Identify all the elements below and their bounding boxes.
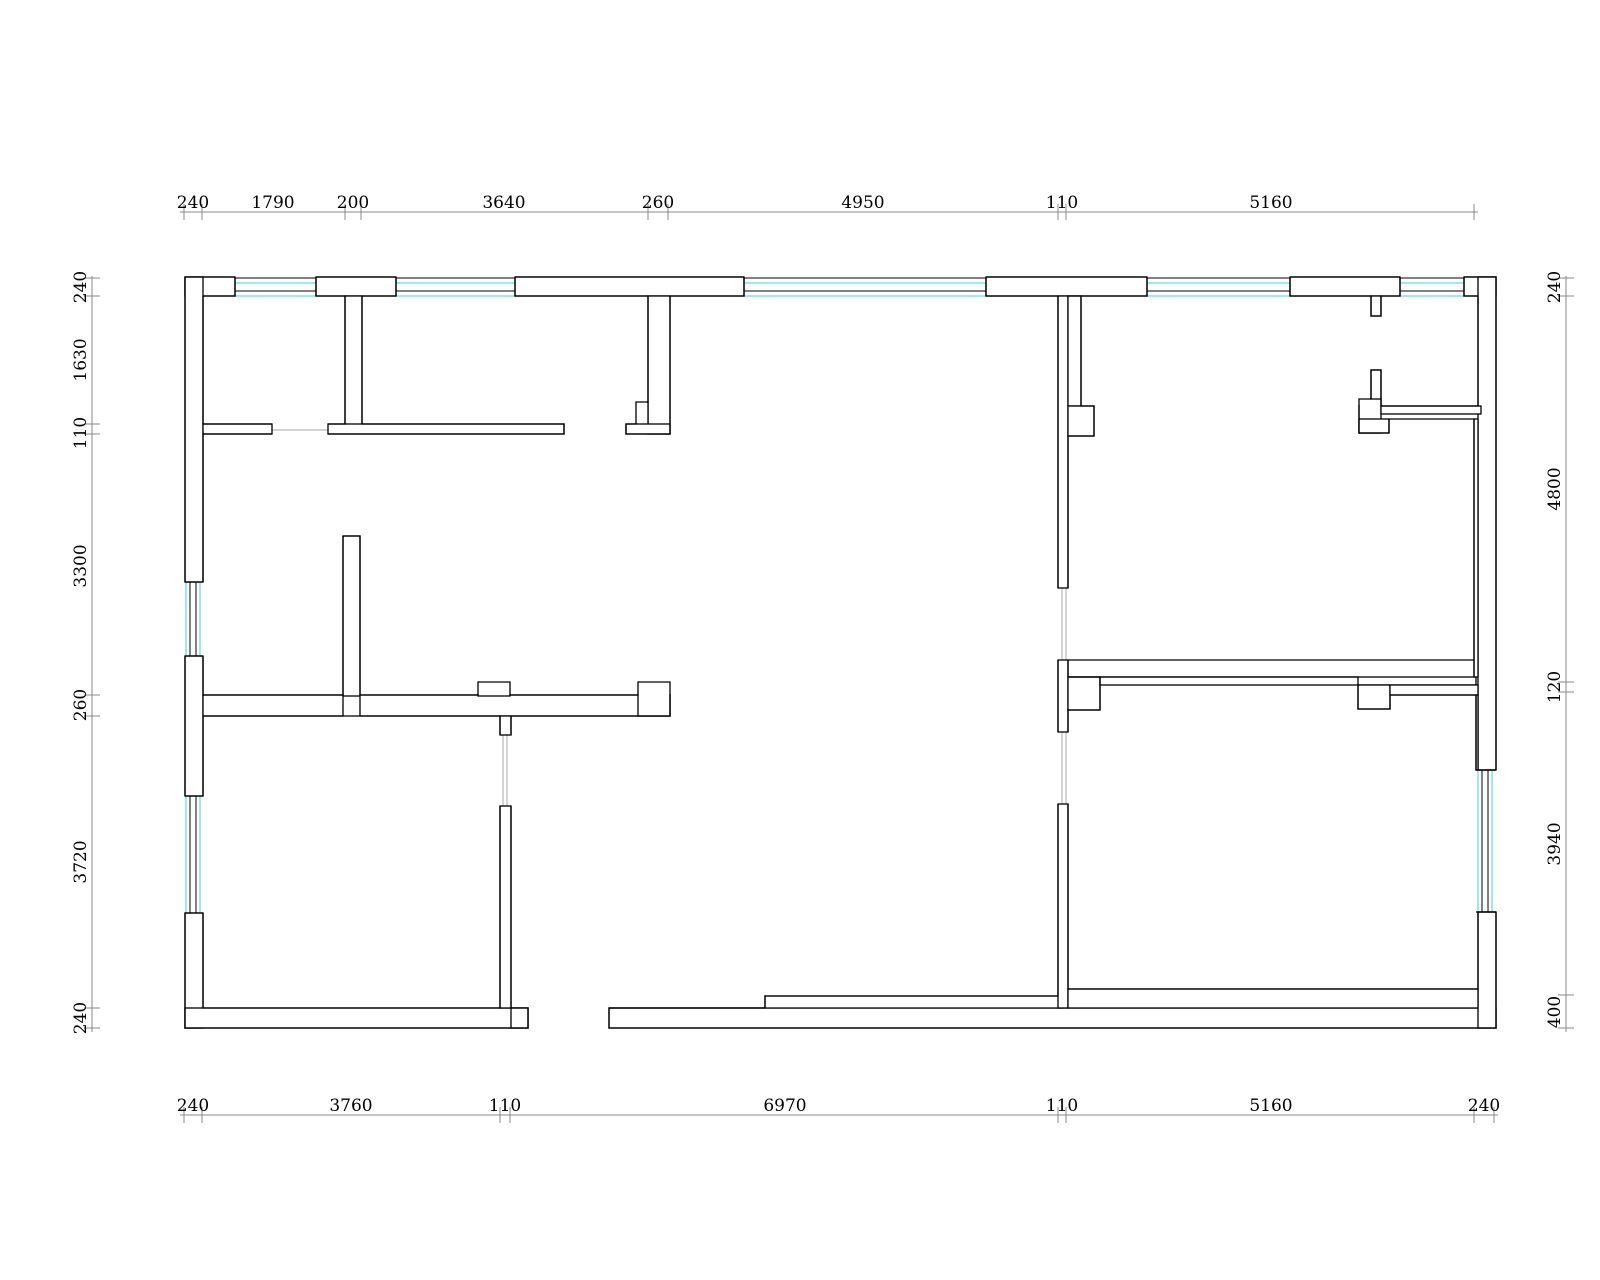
dim-bottom-1: 240 xyxy=(177,1096,209,1116)
dim-top-2: 1790 xyxy=(251,193,294,213)
dim-right-2: 4800 xyxy=(1545,467,1565,510)
dim-top-7: 110 xyxy=(1046,193,1078,213)
dim-right-3: 120 xyxy=(1545,671,1565,703)
dim-left-7: 240 xyxy=(71,1002,91,1034)
dim-top-4: 3640 xyxy=(482,193,525,213)
dim-top-6: 4950 xyxy=(841,193,884,213)
dim-top-8: 5160 xyxy=(1249,193,1292,213)
wall-outlines xyxy=(184,276,1497,1029)
dim-bottom-5: 110 xyxy=(1046,1096,1078,1116)
dimension-chain-bottom: 240 3760 110 6970 110 5160 240 xyxy=(177,1096,1500,1123)
dim-left-2: 1630 xyxy=(71,338,91,381)
dim-left-1: 240 xyxy=(71,271,91,303)
dim-right-5: 400 xyxy=(1545,996,1565,1028)
dim-left-6: 3720 xyxy=(71,840,91,883)
dim-right-1: 240 xyxy=(1545,271,1565,303)
dimension-chain-left: 240 1630 110 3300 260 3720 240 xyxy=(71,271,100,1034)
windows-top xyxy=(235,277,1464,297)
dim-bottom-4: 6970 xyxy=(763,1096,806,1116)
dim-bottom-6: 5160 xyxy=(1249,1096,1292,1116)
dim-left-4: 3300 xyxy=(71,544,91,587)
floor-areas xyxy=(204,297,1475,1007)
dim-right-4: 3940 xyxy=(1545,822,1565,865)
dim-left-5: 260 xyxy=(71,689,91,721)
windows-left xyxy=(185,582,201,913)
dim-bottom-2: 3760 xyxy=(329,1096,372,1116)
dimension-chain-top: 240 1790 200 3640 260 4950 110 5160 xyxy=(177,193,1478,220)
dim-bottom-7: 240 xyxy=(1468,1096,1500,1116)
dim-top-3: 200 xyxy=(337,193,369,213)
dimension-chain-right: 240 4800 120 3940 400 xyxy=(1545,271,1574,1032)
dim-bottom-3: 110 xyxy=(489,1096,521,1116)
dim-top-1: 240 xyxy=(177,193,209,213)
windows-right xyxy=(1477,770,1493,912)
dim-top-5: 260 xyxy=(642,193,674,213)
dim-left-3: 110 xyxy=(71,417,91,449)
